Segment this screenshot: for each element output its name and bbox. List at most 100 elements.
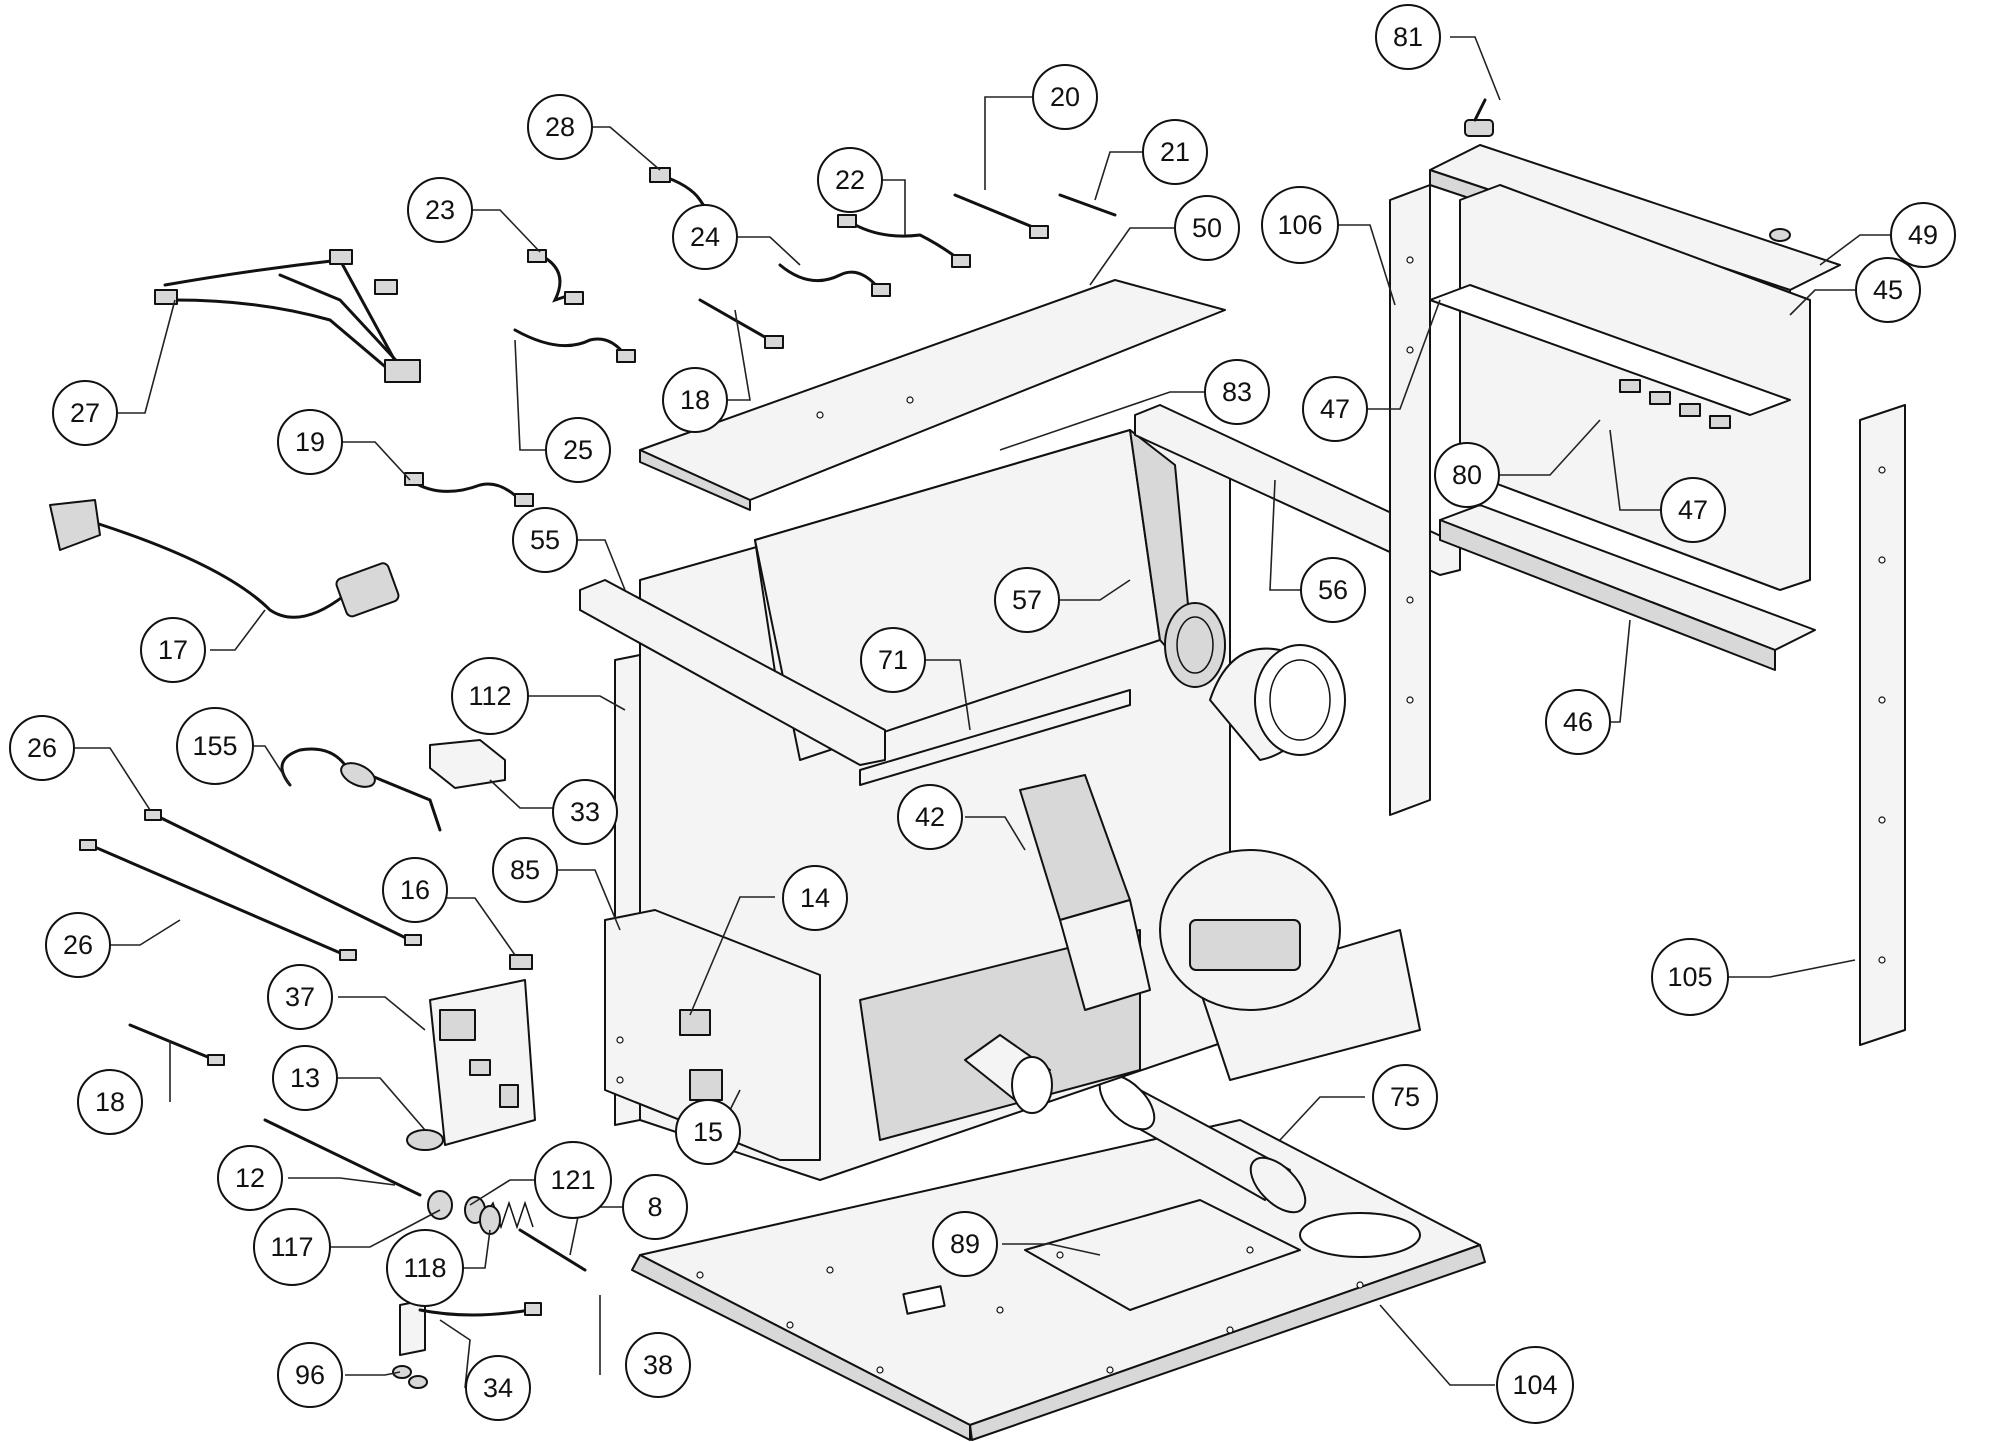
callout-c16: 16 xyxy=(382,857,448,923)
callout-c38: 38 xyxy=(625,1332,691,1398)
callout-label: 13 xyxy=(290,1063,320,1093)
part-18-wire-bottom xyxy=(128,1023,225,1066)
callout-c34: 34 xyxy=(465,1355,531,1421)
callout-circle xyxy=(1372,1064,1438,1130)
part-22-wire xyxy=(837,214,971,268)
callout-label: 96 xyxy=(295,1360,325,1390)
callout-c27: 27 xyxy=(52,380,118,446)
part-23-wire xyxy=(527,249,584,305)
callout-circle xyxy=(386,1229,464,1307)
part-42-burner xyxy=(1019,774,1151,1011)
part-15-connector xyxy=(689,1069,723,1101)
callout-c12: 12 xyxy=(217,1145,283,1211)
callout-label: 18 xyxy=(95,1087,125,1117)
callout-label: 37 xyxy=(285,982,315,1012)
callout-circle xyxy=(1434,442,1500,508)
callout-c46: 46 xyxy=(1545,689,1611,755)
part-20-wire xyxy=(953,193,1049,239)
callout-circle xyxy=(382,857,448,923)
callout-label: 121 xyxy=(550,1165,595,1195)
callout-label: 45 xyxy=(1873,275,1903,305)
leader-lines xyxy=(66,36,1895,1389)
callout-circle xyxy=(1545,689,1611,755)
callout-circle xyxy=(1204,359,1270,425)
ignition-cylinder xyxy=(964,1034,1053,1114)
callout-c42: 42 xyxy=(897,784,963,850)
callout-label: 117 xyxy=(270,1232,313,1262)
callout-c33: 33 xyxy=(552,779,618,845)
callout-c24: 24 xyxy=(672,204,738,270)
callout-c22: 22 xyxy=(817,147,883,213)
part-56-rail xyxy=(1134,404,1461,576)
callout-c14: 14 xyxy=(782,865,848,931)
callout-circle xyxy=(267,964,333,1030)
callout-label: 118 xyxy=(403,1253,446,1283)
callout-circle xyxy=(1174,195,1240,261)
callout-label: 47 xyxy=(1320,394,1350,424)
part-17-power-cord xyxy=(49,499,400,619)
callout-c8: 8 xyxy=(622,1174,688,1240)
callout-circle xyxy=(253,1208,331,1286)
callout-c83: 83 xyxy=(1204,359,1270,425)
callout-c104: 104 xyxy=(1496,1346,1574,1424)
callout-label: 26 xyxy=(63,930,93,960)
part-14-switch xyxy=(679,1009,711,1036)
part-26-wire-upper xyxy=(144,809,422,946)
callout-c23: 23 xyxy=(407,177,473,243)
callout-circle xyxy=(817,147,883,213)
callout-circle xyxy=(1496,1346,1574,1424)
callout-circle xyxy=(9,715,75,781)
callout-c56: 56 xyxy=(1300,557,1366,623)
callout-c37: 37 xyxy=(267,964,333,1030)
part-117-nut xyxy=(427,1190,453,1220)
callout-label: 18 xyxy=(680,385,710,415)
part-26-wire-lower xyxy=(79,839,357,961)
callout-label: 46 xyxy=(1563,707,1593,737)
callout-label: 38 xyxy=(643,1350,673,1380)
part-89-floor-plate xyxy=(1024,1199,1301,1311)
part-81-handle xyxy=(1464,98,1494,137)
callout-circle xyxy=(451,657,529,735)
callout-circle xyxy=(277,1342,343,1408)
callout-c121: 121 xyxy=(534,1141,612,1219)
part-21-rod xyxy=(1058,193,1117,217)
callout-label: 104 xyxy=(1512,1370,1557,1400)
part-34-bracket-wire xyxy=(399,1299,542,1356)
part-33-module xyxy=(429,739,506,789)
callout-label: 27 xyxy=(70,398,100,428)
callout-c96: 96 xyxy=(277,1342,343,1408)
callout-c85: 85 xyxy=(492,837,558,903)
callout-circle xyxy=(45,912,111,978)
callout-circle xyxy=(52,380,118,446)
callout-circle xyxy=(552,779,618,845)
callout-circle xyxy=(512,507,578,573)
callout-circle xyxy=(534,1141,612,1219)
callout-circle xyxy=(1300,557,1366,623)
callout-label: 49 xyxy=(1908,220,1938,250)
elbow-pipe xyxy=(1209,644,1346,761)
callout-label: 24 xyxy=(690,222,720,252)
callout-circle xyxy=(622,1174,688,1240)
callout-label: 80 xyxy=(1452,460,1482,490)
callout-label: 85 xyxy=(510,855,540,885)
callout-c106: 106 xyxy=(1261,186,1339,264)
callout-c47b: 47 xyxy=(1660,477,1726,543)
callout-circle xyxy=(407,177,473,243)
part-28-wire xyxy=(649,167,712,217)
callout-circle xyxy=(897,784,963,850)
callout-c28: 28 xyxy=(527,94,593,160)
callout-label: 106 xyxy=(1277,210,1322,240)
callout-circle xyxy=(1142,119,1208,185)
callout-c19: 19 xyxy=(277,409,343,475)
callout-c118: 118 xyxy=(386,1229,464,1307)
part-85-front-panel xyxy=(604,909,821,1161)
callout-label: 15 xyxy=(693,1117,723,1147)
callout-c45: 45 xyxy=(1855,257,1921,323)
part-25-wire xyxy=(513,328,636,363)
callout-circle xyxy=(140,617,206,683)
callout-c26a: 26 xyxy=(9,715,75,781)
callout-label: 34 xyxy=(483,1373,513,1403)
callout-c18b: 18 xyxy=(77,1069,143,1135)
callout-label: 8 xyxy=(647,1192,662,1222)
callout-circle xyxy=(662,367,728,433)
